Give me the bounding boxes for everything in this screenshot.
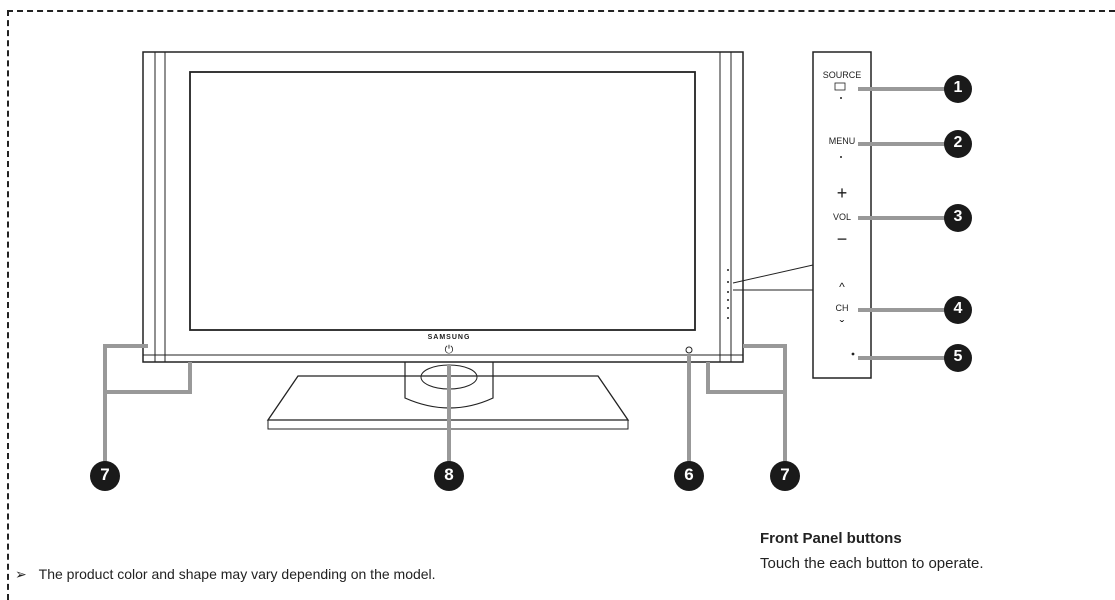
ch-up-button[interactable]: ^ bbox=[839, 280, 845, 294]
power-icon: ⏻ bbox=[444, 344, 454, 356]
callout-6-number: 6 bbox=[684, 465, 694, 484]
panel-description: Touch the each button to operate. bbox=[760, 555, 984, 572]
tv-screen bbox=[189, 71, 696, 331]
ch-label: CH bbox=[835, 303, 849, 313]
callout-3-number: 3 bbox=[953, 208, 963, 225]
panel-title: Front Panel buttons bbox=[760, 530, 902, 547]
power-indicator bbox=[685, 346, 693, 354]
callout-4 bbox=[944, 296, 972, 324]
samsung-logo: SAMSUNG bbox=[427, 334, 471, 341]
callout-6 bbox=[674, 461, 704, 491]
callout-8-number: 8 bbox=[444, 465, 454, 484]
leader-lines bbox=[103, 87, 945, 470]
callout-1 bbox=[944, 75, 972, 103]
control-panel bbox=[812, 51, 872, 379]
callout-5-number: 5 bbox=[953, 348, 963, 365]
callout-1-number: 1 bbox=[953, 79, 963, 96]
callout-7-left bbox=[90, 461, 120, 491]
dashed-border bbox=[7, 10, 1115, 600]
note-arrow-icon: ➢ bbox=[15, 566, 27, 582]
tv-bezel bbox=[142, 51, 744, 363]
source-button[interactable]: SOURCE bbox=[822, 70, 862, 80]
footnote: ➢ The product color and shape may vary d… bbox=[15, 566, 436, 583]
callout-7-left-number: 7 bbox=[100, 465, 110, 484]
vol-minus-button[interactable]: − bbox=[836, 229, 848, 249]
callout-circles bbox=[90, 75, 972, 491]
note-text: The product color and shape may vary dep… bbox=[38, 566, 436, 582]
callout-2-number: 2 bbox=[953, 134, 963, 151]
callout-3 bbox=[944, 204, 972, 232]
callout-7-right bbox=[770, 461, 800, 491]
ch-down-button[interactable]: ˇ bbox=[839, 317, 845, 333]
vol-plus-button[interactable]: + bbox=[836, 183, 848, 203]
source-icon bbox=[834, 82, 846, 91]
callout-2 bbox=[944, 130, 972, 158]
callout-4-number: 4 bbox=[953, 300, 963, 317]
callout-7-right-number: 7 bbox=[780, 465, 790, 484]
menu-button[interactable]: MENU bbox=[828, 136, 856, 146]
callout-5 bbox=[944, 344, 972, 372]
callout-8 bbox=[434, 461, 464, 491]
vol-label: VOL bbox=[832, 212, 851, 222]
side-button-marks bbox=[727, 269, 729, 319]
